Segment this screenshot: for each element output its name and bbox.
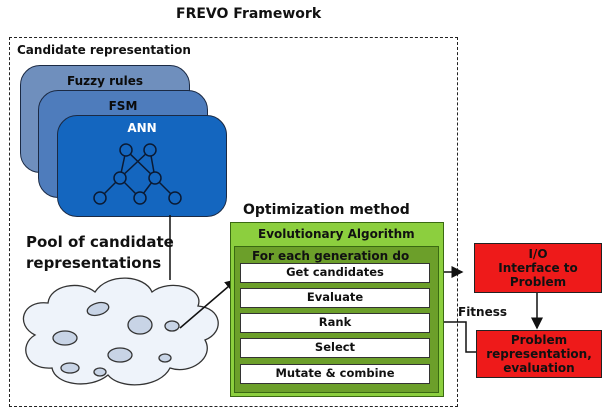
io-line2: Interface to (498, 261, 578, 275)
step-evaluate: Evaluate (240, 288, 430, 308)
generation-loop-label: For each generation do (252, 249, 410, 263)
pool-label-line1: Pool of candidate (26, 233, 174, 251)
pool-label-line2: representations (26, 254, 162, 272)
step-mutate-combine: Mutate & combine (240, 364, 430, 384)
optimization-method-label: Optimization method (243, 202, 410, 218)
fitness-arrow (430, 316, 476, 353)
step-rank: Rank (240, 313, 430, 333)
io-line1: I/O (528, 247, 548, 261)
problem-line2: representation, (486, 347, 592, 361)
candidate-representation-label: Candidate representation (17, 43, 191, 57)
fitness-label: Fitness (458, 305, 508, 319)
step-get-candidates: Get candidates (240, 263, 430, 283)
step-select: Select (240, 338, 430, 358)
ann-label: ANN (127, 121, 157, 135)
fuzzy-rules-label: Fuzzy rules (67, 74, 143, 88)
io-interface-box: I/O Interface to Problem (474, 243, 602, 293)
fsm-label: FSM (108, 99, 138, 113)
pool-cloud (22, 277, 219, 386)
neural-network-icon (93, 143, 182, 205)
io-line3: Problem (509, 275, 567, 289)
pool-to-ea-arrow (179, 279, 238, 329)
problem-box: Problem representation, evaluation (476, 330, 602, 378)
diagram-title: FREVO Framework (176, 6, 322, 22)
evolutionary-algorithm-label: Evolutionary Algorithm (258, 227, 415, 241)
problem-line3: evaluation (503, 361, 575, 375)
problem-line1: Problem (510, 333, 568, 347)
